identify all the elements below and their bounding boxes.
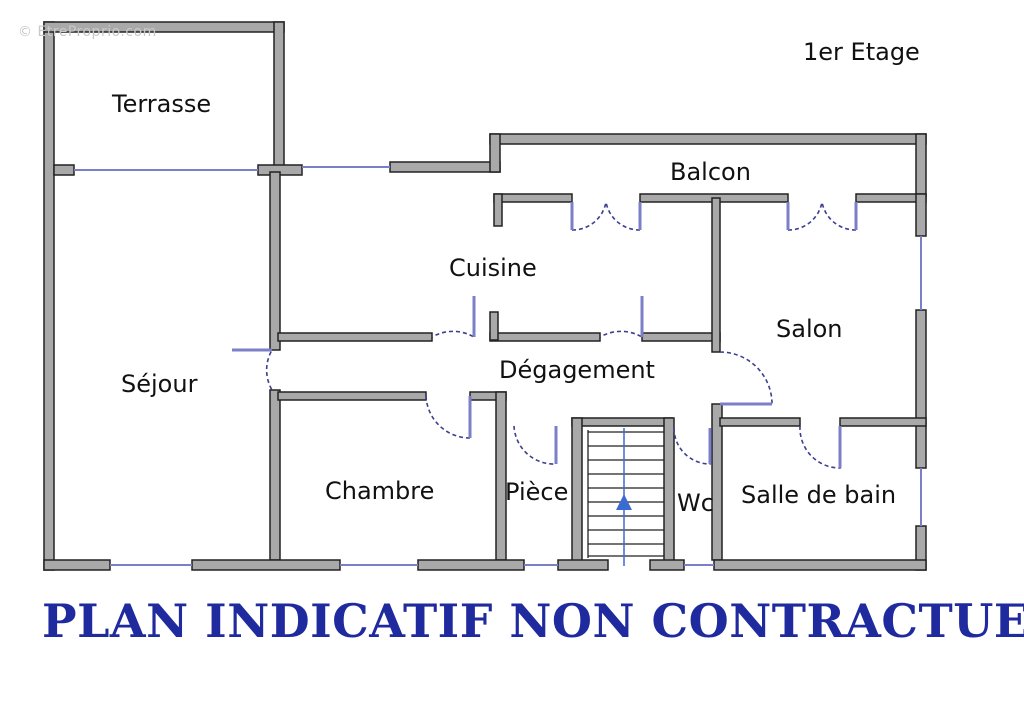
stair-arrow-icon xyxy=(616,428,632,566)
room-label-wc: Wc xyxy=(677,489,714,517)
room-label-piece: Pièce xyxy=(505,478,569,506)
disclaimer: PLAN INDICATIF NON CONTRACTUEL xyxy=(42,594,1024,648)
floor-label: 1er Etage xyxy=(803,38,920,66)
room-label-sejour: Séjour xyxy=(121,370,198,398)
windows xyxy=(74,166,922,566)
watermark: © EtreProprio.com xyxy=(18,24,157,40)
walls xyxy=(43,21,927,571)
room-label-salon: Salon xyxy=(776,315,843,343)
room-label-terrasse: Terrasse xyxy=(112,90,212,118)
staircase xyxy=(587,430,664,558)
room-label-cuisine: Cuisine xyxy=(449,254,537,282)
room-label-chambre: Chambre xyxy=(325,477,435,505)
room-label-degagement: Dégagement xyxy=(499,356,655,384)
room-label-salle-de-bain: Salle de bain xyxy=(741,481,897,509)
room-label-balcon: Balcon xyxy=(670,158,751,186)
door-leaves xyxy=(232,202,858,468)
